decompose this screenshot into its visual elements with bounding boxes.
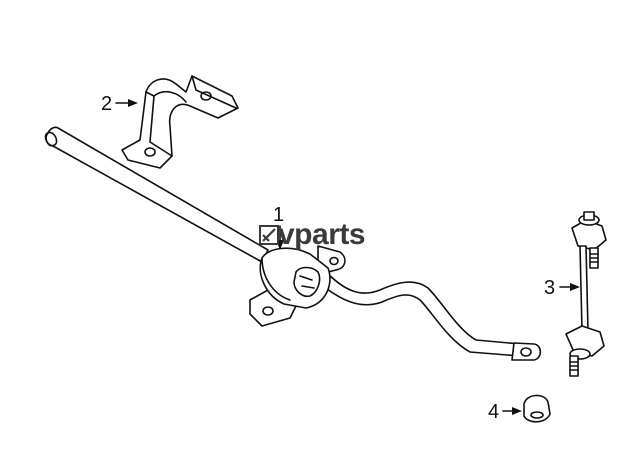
stabilizer-link bbox=[565, 211, 607, 377]
callout-label-1: 1 bbox=[273, 204, 284, 226]
callout-label-2: 2 bbox=[101, 93, 112, 115]
stabilizer-bar bbox=[44, 126, 542, 361]
bar-bushing-assembly bbox=[249, 245, 346, 327]
watermark-text: vparts bbox=[278, 218, 365, 251]
watermark-logo-icon bbox=[259, 225, 279, 245]
callout-4: 4 bbox=[488, 401, 522, 423]
callout-label-3: 3 bbox=[544, 277, 555, 299]
bushing-bracket bbox=[121, 75, 239, 169]
link-nut bbox=[523, 394, 551, 423]
watermark: vparts bbox=[259, 218, 366, 251]
callout-label-4: 4 bbox=[488, 401, 499, 423]
callout-2: 2 bbox=[101, 93, 138, 115]
callout-3: 3 bbox=[544, 277, 580, 299]
